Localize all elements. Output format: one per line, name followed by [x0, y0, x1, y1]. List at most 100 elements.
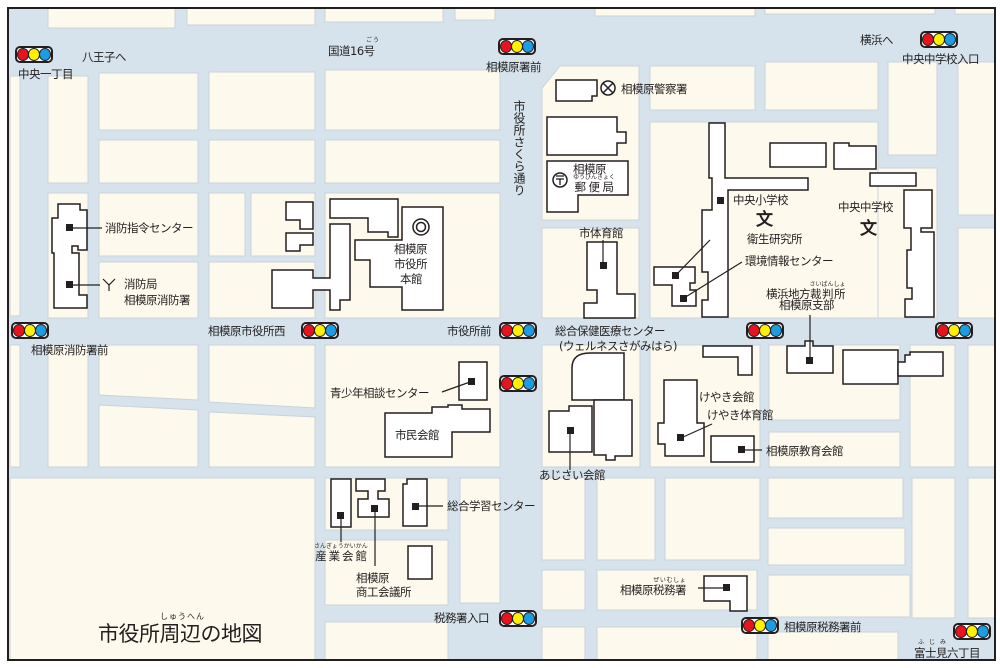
- intersection-label: 相模原消防署前: [31, 343, 109, 357]
- building: [546, 116, 627, 156]
- building: [869, 172, 917, 187]
- ruby-text: ぜいむしょ: [653, 577, 686, 584]
- industry-hall-label: 産業会館さんぎょうかいかん: [314, 543, 368, 563]
- leader-lines: [70, 227, 811, 589]
- map-title: 市役所周辺の地図: [98, 622, 263, 646]
- traffic-signal-icon: [499, 322, 537, 339]
- building: [271, 223, 351, 311]
- map-title-ruby: しゅうへん: [160, 612, 205, 621]
- keyaki-gym-label: けやき体育館: [707, 408, 774, 422]
- intersection-label: 中央中学校入口: [902, 52, 980, 66]
- city-hall-symbol-icon: [412, 218, 430, 236]
- chamber-label-1: 相模原: [356, 571, 390, 585]
- fire-building: [51, 203, 88, 309]
- building: [833, 142, 877, 170]
- road-sakura-dori-label: 市役所さくら通り: [512, 100, 526, 196]
- education-hall-label: 相模原教育会館: [766, 444, 844, 458]
- tax-office-text: 税務署: [653, 583, 687, 597]
- traffic-signal-icon: [741, 617, 779, 634]
- building: [285, 201, 314, 230]
- buildings: [51, 79, 944, 612]
- youth-center-label: 青少年相談センター: [330, 386, 430, 400]
- traffic-signal-icon: [498, 38, 536, 55]
- court-label-2: 相模原支部: [779, 298, 835, 312]
- building: [769, 142, 827, 168]
- education-hall-building: [710, 435, 755, 463]
- map-frame: [7, 7, 996, 661]
- junior-high-building: [903, 189, 935, 318]
- traffic-signal-icon: [11, 322, 49, 339]
- intersection-ruby: ふじみ: [918, 639, 952, 646]
- building: [702, 345, 753, 376]
- junior-high-label: 中央中学校: [838, 200, 894, 214]
- keyaki-hall-label: けやき会館: [699, 390, 755, 404]
- police-symbol-icon: [600, 80, 616, 96]
- tax-office-building: [703, 575, 748, 612]
- direction-hachioji: 八王子へ: [82, 50, 127, 64]
- post-office-text: 郵便局: [573, 180, 616, 194]
- court-label-1: 横浜地方裁判所さいばんしょ: [766, 281, 846, 301]
- fire-command-center-label: 消防指令センター: [105, 221, 194, 235]
- building: [897, 351, 944, 377]
- ruby-text: さいばんしょ: [809, 281, 846, 288]
- chamber-label-2: 商工会議所: [356, 585, 412, 599]
- post-office-label-1: 相模原: [573, 162, 607, 176]
- elementary-school-building: [701, 122, 809, 318]
- civic-hall-label: 市民会館: [395, 428, 440, 442]
- police-building: [555, 79, 598, 102]
- traffic-signal-icon: [499, 610, 537, 627]
- env-center-label: 環境情報センター: [745, 254, 834, 268]
- police-station-label: 相模原警察署: [621, 82, 688, 96]
- health-center-label: 総合保健医療センター: [555, 324, 666, 338]
- city-hall-label-1: 相模原: [394, 242, 428, 256]
- post-office-label-2: 郵便局ゆうびんきょく: [573, 174, 616, 194]
- building: [329, 198, 399, 238]
- city-hall-label-2: 市役所: [394, 257, 428, 271]
- health-lab-label: 衛生研究所: [747, 232, 803, 246]
- industry-text: 産業会館: [314, 549, 368, 563]
- intersection-label: 相模原署前: [486, 60, 542, 74]
- building: [355, 478, 390, 518]
- intersection-label: 市役所前: [447, 324, 492, 338]
- tax-office-text: 相模原: [620, 583, 654, 597]
- road-route16-label: 国道16号: [328, 44, 375, 58]
- traffic-signal-icon: [746, 322, 784, 339]
- fire-hq-label-1: 消防局: [124, 277, 158, 291]
- ajisai-hall-label: あじさい会館: [539, 468, 606, 482]
- gym-label: 市体育館: [579, 226, 624, 240]
- intersection-label: 富士見六丁目: [914, 646, 981, 660]
- health-center-building: [571, 352, 625, 401]
- court-text: 裁判所: [809, 287, 847, 301]
- building: [407, 545, 433, 580]
- traffic-signal-icon: [953, 623, 991, 640]
- intersection-label: 相模原市役所西: [208, 324, 286, 338]
- intersection-label: 中央一丁目: [18, 67, 74, 81]
- intersection-label: 税務署入口: [434, 611, 490, 625]
- learning-center-building: [402, 478, 428, 527]
- city-hall-label-3: 本館: [400, 272, 423, 286]
- court-text: 横浜地方: [766, 287, 811, 301]
- traffic-signal-icon: [15, 46, 53, 63]
- ruby-text: さんぎょうかいかん: [314, 543, 368, 550]
- gym-building: [583, 241, 636, 319]
- post-office-symbol-icon: [552, 172, 568, 188]
- traffic-signal-icon: [920, 31, 958, 48]
- school-icon: 文: [756, 210, 773, 230]
- building: [842, 349, 899, 385]
- ruby-text: ゆうびんきょく: [573, 174, 616, 181]
- traffic-signal-icon: [935, 322, 973, 339]
- fire-hq-label-2: 相模原消防署: [124, 293, 191, 307]
- school-icon: 文: [860, 219, 877, 239]
- tax-office-label: 相模原税務署ぜいむしょ: [620, 577, 687, 597]
- direction-yokohama: 横浜へ: [860, 33, 894, 47]
- intersection-label: 相模原税務署前: [784, 620, 862, 634]
- learning-center-label: 総合学習センター: [447, 499, 536, 513]
- post-office-building: [546, 160, 629, 213]
- road-route16-ruby: ごう: [366, 37, 381, 44]
- elementary-school-label: 中央小学校: [733, 193, 789, 207]
- traffic-signal-icon: [499, 375, 537, 392]
- building: [593, 399, 633, 461]
- wellness-label: (ウェルネスさがみはら): [559, 339, 677, 353]
